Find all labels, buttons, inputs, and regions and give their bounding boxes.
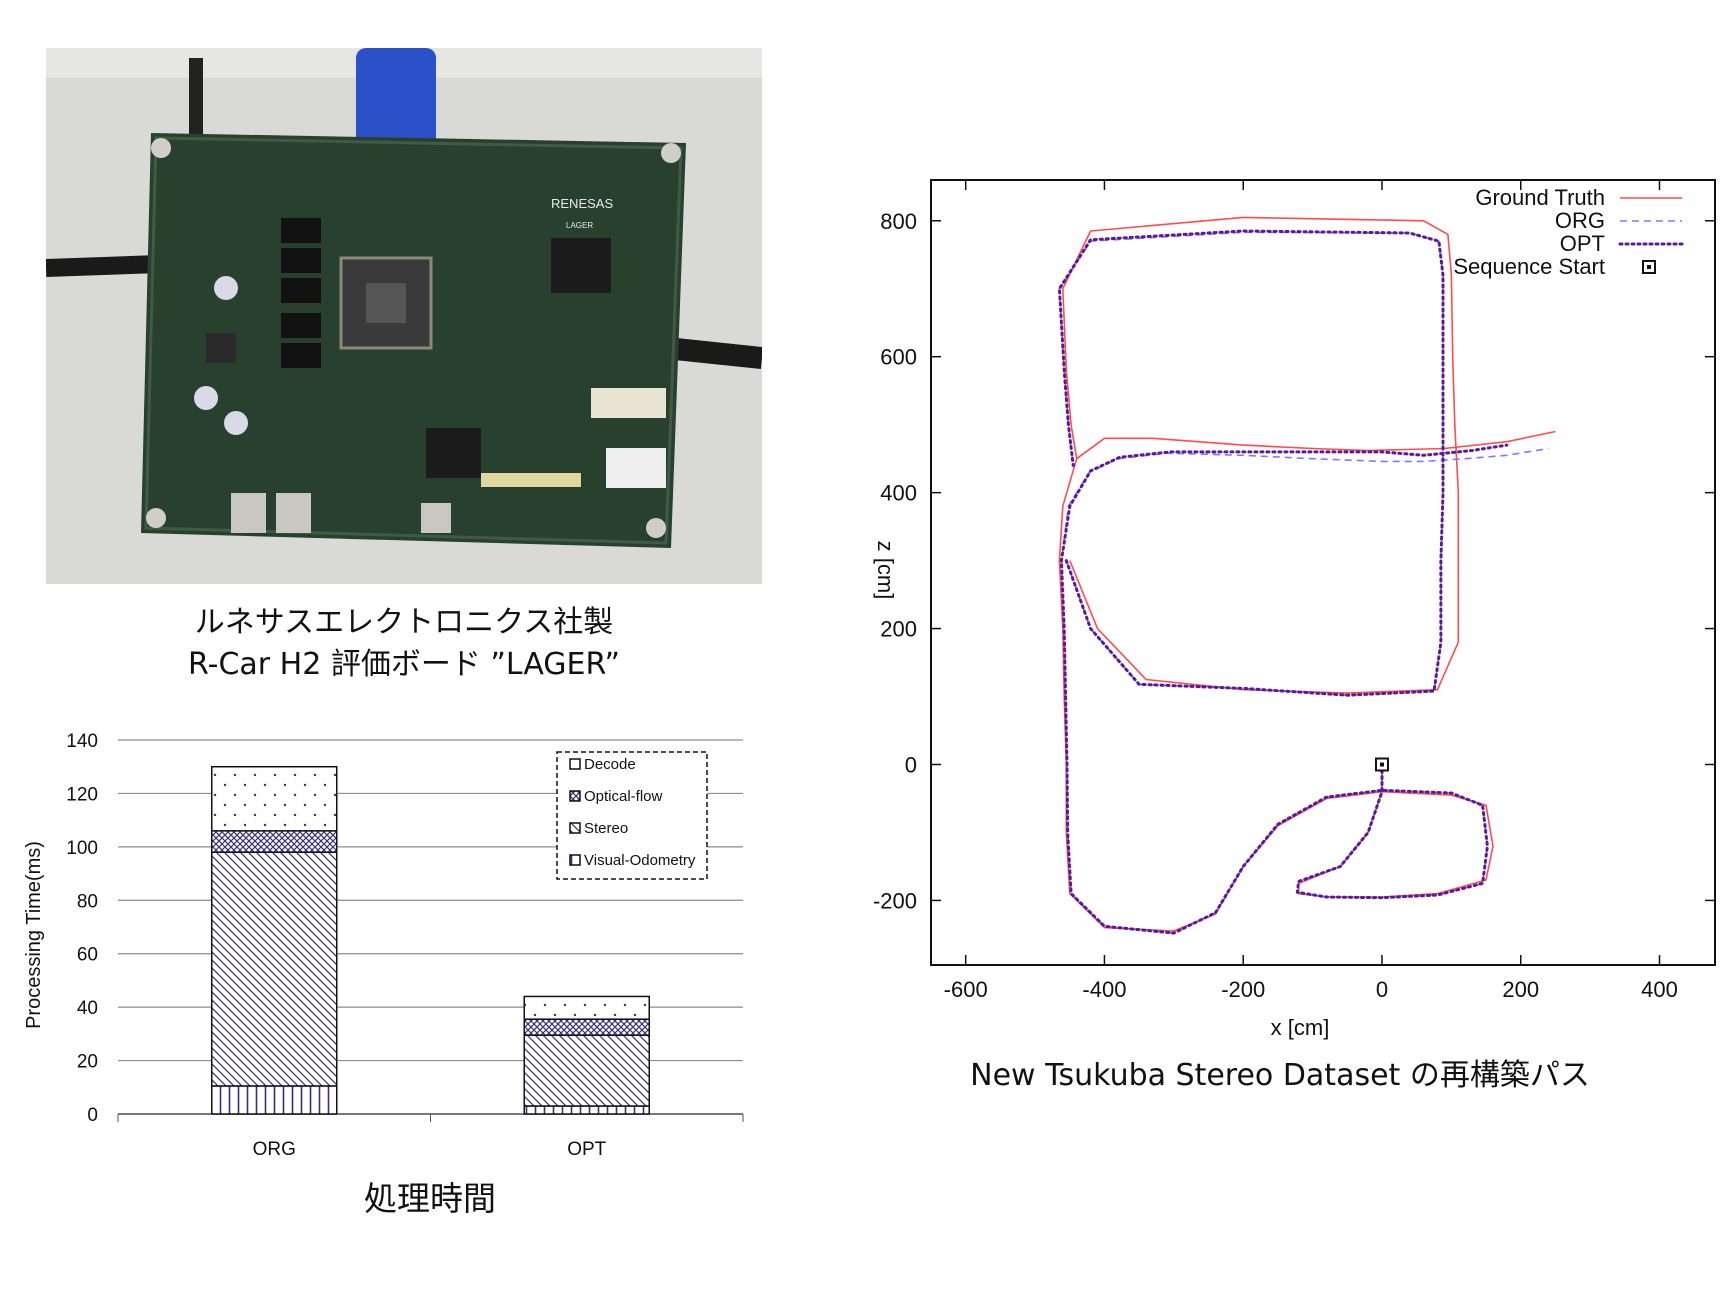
- bar-x-tick-label: ORG: [253, 1139, 296, 1160]
- bar-legend-swatch: [569, 854, 581, 866]
- bar-segment-stereo-opt: [523, 1034, 650, 1107]
- trajectory-legend-label: ORG: [1555, 208, 1605, 233]
- board-caption: ルネサスエレクトロニクス社製 R-Car H2 評価ボード ”LAGER”: [46, 602, 762, 686]
- bar-segment-decode-opt: [523, 995, 650, 1020]
- bar-y-tick-label: 20: [77, 1052, 98, 1073]
- bar-x-tick-label: OPT: [567, 1139, 606, 1160]
- bar-legend-label: Decode: [584, 756, 636, 773]
- bar-chart-caption: 処理時間: [364, 1179, 496, 1218]
- trajectory-line-opt-upper-loop: [1057, 229, 1445, 697]
- bar-segment-visual-odometry-org: [211, 1085, 338, 1115]
- vga-connector: [356, 48, 436, 158]
- trajectory-y-axis-label: z [cm]: [873, 541, 898, 600]
- bar-segment-stereo-org: [211, 851, 338, 1087]
- bar-segment-decode-org: [211, 765, 338, 832]
- trajectory-x-axis-label: x [cm]: [1271, 1015, 1330, 1040]
- board-photo: RENESAS LAGER: [46, 48, 762, 584]
- bar-segment-optical-flow-opt: [523, 1018, 650, 1036]
- bar-y-tick-label: 100: [66, 838, 98, 859]
- trajectory-x-tick-label: 200: [1502, 977, 1539, 1002]
- board-label: LAGER: [566, 221, 593, 230]
- bar-legend-label: Stereo: [584, 820, 628, 837]
- bar-segment-optical-flow-org: [211, 830, 338, 853]
- trajectory-y-tick-label: -200: [873, 888, 917, 913]
- trajectory-x-tick-label: 400: [1641, 977, 1678, 1002]
- board-silkscreen: RENESAS: [551, 196, 613, 211]
- bar-legend-label: Visual-Odometry: [584, 852, 696, 869]
- bar-legend-swatch: [569, 790, 581, 802]
- bar-y-tick-label: 40: [77, 998, 98, 1019]
- trajectory-x-tick-label: -400: [1082, 977, 1126, 1002]
- plot-frame: [930, 179, 1716, 966]
- bar-segment-visual-odometry-opt: [523, 1105, 650, 1115]
- bar-y-tick-label: 80: [77, 891, 98, 912]
- processing-time-chart: 0 20 40 60 80 100 120 140 ORG OPT Processing Tim…: [23, 731, 744, 1160]
- bar-y-axis-label: Processing Time(ms): [23, 841, 45, 1029]
- bar-y-tick-label: 60: [77, 945, 98, 966]
- trajectory-legend-label: OPT: [1560, 231, 1605, 256]
- trajectory-y-tick-label: 800: [880, 209, 917, 234]
- trajectory-x-tick-label: -600: [944, 977, 988, 1002]
- board-caption-line1: ルネサスエレクトロニクス社製: [194, 605, 614, 640]
- trajectory-y-tick-label: 400: [880, 481, 917, 506]
- bar-y-tick-label: 0: [87, 1105, 98, 1126]
- trajectory-plot: -600 -400 -200 0 200 400 -200 0 200 400 600 800 x […: [873, 179, 1716, 1040]
- trajectory-x-tick-label: 0: [1376, 977, 1388, 1002]
- trajectory-caption: New Tsukuba Stereo Dataset の再構築パス: [970, 1058, 1590, 1093]
- trajectory-line-opt: [1059, 443, 1509, 935]
- bar-legend-swatch: [569, 822, 581, 834]
- trajectory-x-tick-label: -200: [1221, 977, 1265, 1002]
- trajectory-legend-label: Ground Truth: [1475, 185, 1605, 210]
- board-caption-line2: R-Car H2 評価ボード ”LAGER”: [188, 647, 620, 682]
- bar-legend-swatch: [569, 758, 581, 770]
- bar-legend-label: Optical-flow: [584, 788, 663, 805]
- bar-y-tick-label: 120: [66, 784, 98, 805]
- trajectory-y-tick-label: 200: [880, 617, 917, 642]
- trajectory-y-tick-label: 600: [880, 345, 917, 370]
- bar-y-tick-label: 140: [66, 731, 98, 752]
- trajectory-y-tick-label: 0: [905, 753, 917, 778]
- trajectory-legend-label: Sequence Start: [1453, 254, 1605, 279]
